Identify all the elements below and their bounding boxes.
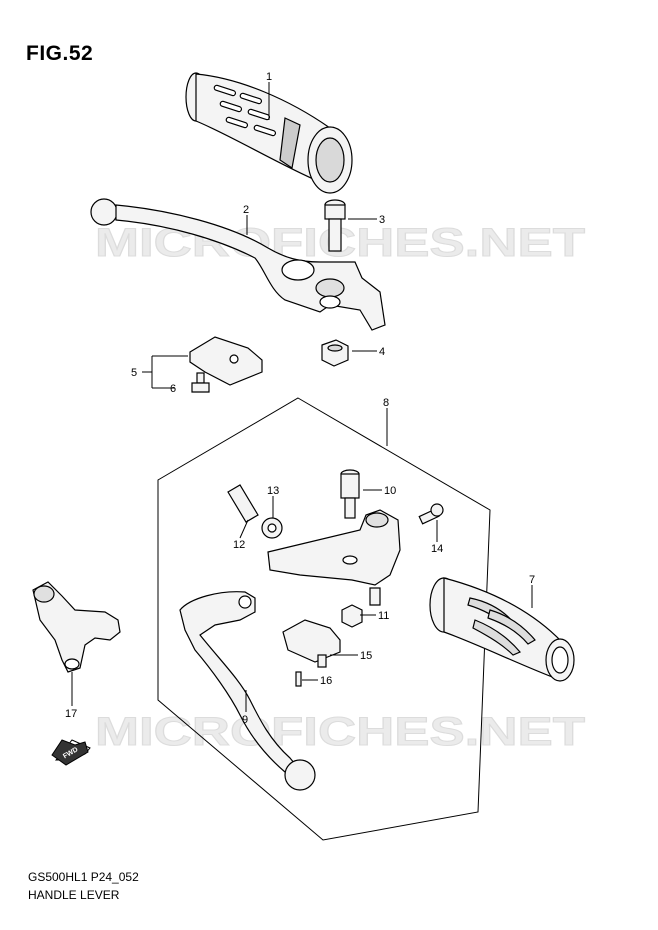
callout-15: 15 bbox=[360, 650, 372, 662]
callout-3: 3 bbox=[379, 214, 385, 226]
callout-14: 14 bbox=[431, 543, 443, 555]
callout-9: 9 bbox=[242, 714, 248, 726]
screw-6-part bbox=[191, 372, 210, 393]
callout-17: 17 bbox=[65, 708, 77, 720]
bolt-10-part bbox=[340, 469, 360, 519]
screw-14-part bbox=[418, 503, 444, 525]
fwd-arrow: FWD bbox=[51, 739, 91, 766]
callout-7: 7 bbox=[529, 574, 535, 586]
handlebar-switch-part bbox=[32, 581, 121, 673]
callout-11: 11 bbox=[378, 610, 389, 622]
brake-switch-part bbox=[189, 336, 263, 386]
figure-title: FIG.52 bbox=[26, 42, 94, 65]
clutch-lever-part bbox=[179, 591, 316, 791]
callout-8: 8 bbox=[383, 397, 389, 409]
callout-10: 10 bbox=[384, 485, 396, 497]
adjuster-part bbox=[227, 484, 283, 539]
pivot-bolt-part bbox=[324, 199, 346, 252]
diagram-name: HANDLE LEVER bbox=[28, 888, 120, 902]
callout-6: 6 bbox=[170, 383, 176, 395]
callout-1: 1 bbox=[266, 71, 272, 83]
callout-16: 16 bbox=[320, 675, 332, 687]
callout-12: 12 bbox=[233, 539, 245, 551]
clutch-switch-part bbox=[282, 619, 341, 668]
brake-lever-part bbox=[90, 198, 386, 331]
callout-2: 2 bbox=[243, 204, 249, 216]
nut-part bbox=[321, 339, 349, 367]
clutch-perch-part bbox=[267, 509, 401, 606]
callout-13: 13 bbox=[267, 485, 279, 497]
leader-lines bbox=[71, 82, 533, 712]
nut-11-part bbox=[341, 604, 363, 628]
callout-5: 5 bbox=[131, 367, 137, 379]
left-grip-part bbox=[429, 577, 575, 682]
watermark-bottom: MICROFICHES.NET bbox=[95, 710, 585, 754]
watermark-group: MICROFICHES.NET MICROFICHES.NET bbox=[95, 221, 586, 755]
callout-labels: 1 2 3 4 5 6 7 8 9 10 11 12 13 14 15 16 1… bbox=[65, 71, 535, 726]
assembly-outline bbox=[157, 397, 491, 841]
callout-4: 4 bbox=[379, 346, 385, 358]
screw-16-part bbox=[295, 671, 302, 687]
diagram-code: GS500HL1 P24_052 bbox=[28, 870, 139, 884]
throttle-grip-part bbox=[185, 72, 353, 194]
